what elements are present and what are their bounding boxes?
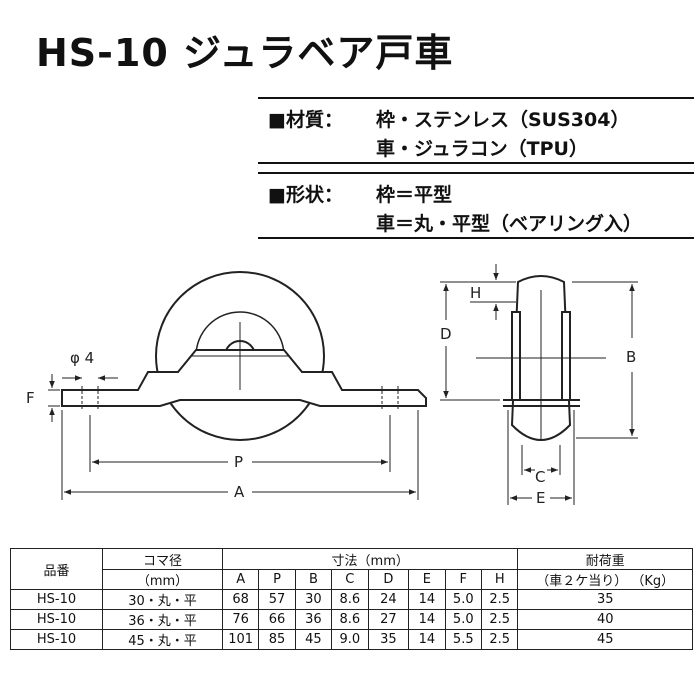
header-part-no: 品番 xyxy=(9,548,104,590)
cell-part: HS-10 xyxy=(9,629,104,650)
cell-load: 45 xyxy=(517,629,693,650)
cell-dim: 9.0 xyxy=(331,629,369,650)
table-row: HS-10 30・丸・平 68 57 30 8.6 24 14 5.0 2.5 … xyxy=(9,589,693,610)
dim-d-label: D xyxy=(440,325,452,343)
cell-dim: 5.0 xyxy=(444,589,482,610)
shape-spec: ■形状： 枠＝平型 車＝丸・平型（ベアリング入） xyxy=(258,172,694,239)
cell-dim: 76 xyxy=(221,609,260,630)
dim-a-label: A xyxy=(234,483,245,501)
header-dim: C xyxy=(331,569,369,590)
cell-dim: 2.5 xyxy=(480,589,519,610)
cell-dim: 36 xyxy=(294,609,333,630)
cell-koma: 45・丸・平 xyxy=(102,629,223,650)
cell-load: 40 xyxy=(517,609,693,630)
frame-body xyxy=(61,349,427,407)
header-dim: F xyxy=(444,569,482,590)
cell-dim: 8.6 xyxy=(331,589,369,610)
dim-b-label: B xyxy=(626,348,636,366)
cell-koma: 30・丸・平 xyxy=(102,589,223,610)
side-view xyxy=(476,275,606,441)
header-load-sub-text: （車２ケ当り） xyxy=(536,574,628,589)
cell-dim: 101 xyxy=(221,629,260,650)
table-row: HS-10 36・丸・平 76 66 36 8.6 27 14 5.0 2.5 … xyxy=(9,609,693,630)
table-row: HS-10 45・丸・平 101 85 45 9.0 35 14 5.5 2.5… xyxy=(9,629,693,650)
cell-dim: 5.0 xyxy=(444,609,482,630)
cell-dim: 57 xyxy=(258,589,296,610)
wheel-outline xyxy=(155,271,325,441)
cell-dim: 68 xyxy=(221,589,260,610)
cell-part: HS-10 xyxy=(9,609,104,630)
header-load-unit: （Kg） xyxy=(631,574,675,589)
cell-dim: 5.5 xyxy=(444,629,482,650)
cell-dim: 35 xyxy=(367,629,410,650)
header-dim: A xyxy=(221,569,260,590)
header-dims: 寸法（mm） xyxy=(221,548,519,570)
cell-dim: 14 xyxy=(408,609,446,630)
front-view xyxy=(61,271,427,441)
shape-label: ■形状： xyxy=(268,184,343,206)
page-title: HS-10 ジュラベア戸車 xyxy=(36,31,454,75)
header-dim: E xyxy=(408,569,446,590)
cell-dim: 45 xyxy=(294,629,333,650)
header-load-sub: （車２ケ当り） （Kg） xyxy=(517,569,693,590)
header-load: 耐荷重 xyxy=(517,548,693,570)
material-label: ■材質： xyxy=(268,109,343,131)
cell-load: 35 xyxy=(517,589,693,610)
dim-header-row: （mm） A P B C D E F H （車２ケ当り） （Kg） xyxy=(11,569,693,590)
cell-dim: 8.6 xyxy=(331,609,369,630)
cell-dim: 27 xyxy=(367,609,410,630)
header-koma-unit: （mm） xyxy=(102,569,223,590)
cell-dim: 14 xyxy=(408,589,446,610)
material-spec: ■材質： 枠・ステンレス（SUS304） 車・ジュラコン（TPU） xyxy=(258,97,694,164)
dim-h-label: H xyxy=(470,284,481,302)
cell-dim: 85 xyxy=(258,629,296,650)
header-dim: P xyxy=(258,569,296,590)
cell-part: HS-10 xyxy=(9,589,104,610)
header-dim: B xyxy=(294,569,333,590)
cell-dim: 14 xyxy=(408,629,446,650)
cell-dim: 24 xyxy=(367,589,410,610)
cell-dim: 2.5 xyxy=(480,629,519,650)
material-frame: 枠・ステンレス（SUS304） xyxy=(376,109,630,131)
header-dim: H xyxy=(480,569,519,590)
dim-phi-label: φ 4 xyxy=(70,349,94,367)
technical-drawing: φ 4 F P A H D B C E xyxy=(26,264,638,507)
shape-frame: 枠＝平型 xyxy=(376,184,453,206)
cell-dim: 30 xyxy=(294,589,333,610)
cell-koma: 36・丸・平 xyxy=(102,609,223,630)
header-koma: コマ径 xyxy=(102,548,223,570)
dim-c-label: C xyxy=(535,468,545,486)
dim-e-label: E xyxy=(536,489,545,507)
dim-p-label: P xyxy=(234,453,243,471)
shape-wheel: 車＝丸・平型（ベアリング入） xyxy=(376,213,643,235)
front-dimensions xyxy=(48,374,419,500)
cell-dim: 66 xyxy=(258,609,296,630)
header-dim: D xyxy=(367,569,410,590)
cell-dim: 2.5 xyxy=(480,609,519,630)
side-dimensions xyxy=(440,264,638,505)
material-wheel: 車・ジュラコン（TPU） xyxy=(376,138,588,160)
spec-table: 品番 コマ径 寸法（mm） 耐荷重 （mm） A P B C D E F H （… xyxy=(9,548,693,650)
dim-f-label: F xyxy=(26,389,35,407)
